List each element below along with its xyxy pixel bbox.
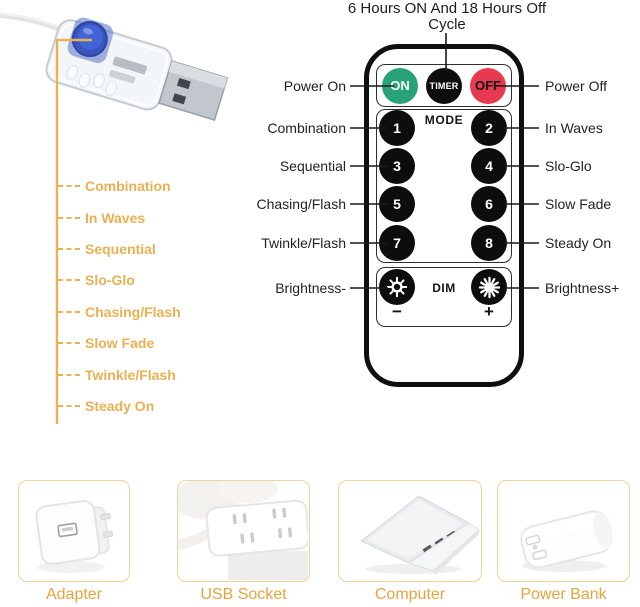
mode-list-item: Combination xyxy=(85,178,171,194)
remote-label-steady-on: Steady On xyxy=(545,235,612,251)
remote-label-brightness-plus: Brightness+ xyxy=(545,280,620,296)
computer-illustration xyxy=(360,495,480,575)
power-option-label-power-bank: Power Bank xyxy=(520,586,607,603)
card-computer xyxy=(338,480,482,582)
usb-cable xyxy=(0,12,72,37)
usb-body xyxy=(45,17,229,122)
remote-label-brightness-minus: Brightness- xyxy=(275,280,346,296)
brightness-up-button xyxy=(471,269,507,305)
card-usb-socket xyxy=(177,480,310,582)
timer-note-line2: Cycle xyxy=(428,16,466,33)
dim-minus-sign: − xyxy=(392,302,402,321)
mode-list-item: Slo-Glo xyxy=(85,272,135,288)
mode-button-6: 6 xyxy=(471,186,507,222)
mode-list-item: Chasing/Flash xyxy=(85,304,181,320)
dim-plus-sign: + xyxy=(484,302,494,321)
mode-button-7: 7 xyxy=(379,225,415,261)
mode-button-4: 4 xyxy=(471,148,507,184)
power-bank-illustration xyxy=(520,510,613,572)
mode-list-ticks xyxy=(58,185,80,407)
remote-label-twinkle-flash: Twinkle/Flash xyxy=(261,235,346,251)
usb-socket-illustration xyxy=(178,481,309,581)
dim-button-group: DIM − + xyxy=(376,267,512,327)
card-power-bank xyxy=(497,480,630,582)
usb-controller-illustration xyxy=(0,12,229,122)
mode-list-item: Sequential xyxy=(85,241,156,257)
timer-note: 6 Hours ON And 18 Hours Off Cycle xyxy=(337,1,557,33)
mode-button-8: 8 xyxy=(471,225,507,261)
card-adapter xyxy=(18,480,130,582)
mode-list-item: Twinkle/Flash xyxy=(85,367,176,383)
remote-label-power-off: Power Off xyxy=(545,78,607,94)
adapter-illustration xyxy=(35,499,114,573)
remote-label-slow-fade: Slow Fade xyxy=(545,196,612,212)
remote-label-chasing-flash: Chasing/Flash xyxy=(256,196,347,212)
remote-control: ON TIMER OFF MODE 1 2 3 4 5 6 7 8 DIM xyxy=(364,44,524,387)
mode-button-group: MODE 1 2 3 4 5 6 7 8 xyxy=(376,109,512,263)
usb-plug xyxy=(158,60,229,122)
mode-button-2: 2 xyxy=(471,110,507,146)
power-option-label-adapter: Adapter xyxy=(45,586,103,603)
brightness-high-icon xyxy=(478,276,500,298)
power-option-label-computer: Computer xyxy=(374,586,446,603)
remote-label-in-waves: In Waves xyxy=(545,120,603,136)
brightness-down-button xyxy=(379,269,415,305)
mode-list-item: Steady On xyxy=(85,398,155,414)
mode-button-5: 5 xyxy=(379,186,415,222)
usb-mode-button xyxy=(67,17,114,64)
remote-label-sequential: Sequential xyxy=(279,158,346,174)
remote-label-combination: Combination xyxy=(267,120,346,136)
power-button-group: ON TIMER OFF xyxy=(376,64,512,107)
mode-list-item: In Waves xyxy=(85,210,146,226)
off-button: OFF xyxy=(470,67,506,104)
timer-button: TIMER xyxy=(426,67,462,104)
remote-label-power-on: Power On xyxy=(283,78,346,94)
mode-button-1: 1 xyxy=(379,110,415,146)
mode-group-title: MODE xyxy=(424,113,464,127)
mode-list-item: Slow Fade xyxy=(85,335,155,351)
brightness-low-icon xyxy=(386,276,408,298)
timer-note-line1: 6 Hours ON And 18 Hours Off xyxy=(347,0,547,17)
dim-group-title: DIM xyxy=(432,281,456,295)
power-option-label-usb-socket: USB Socket xyxy=(200,586,287,603)
remote-label-slo-glo: Slo-Glo xyxy=(545,158,592,174)
mode-button-3: 3 xyxy=(379,148,415,184)
on-button: ON xyxy=(382,67,418,104)
